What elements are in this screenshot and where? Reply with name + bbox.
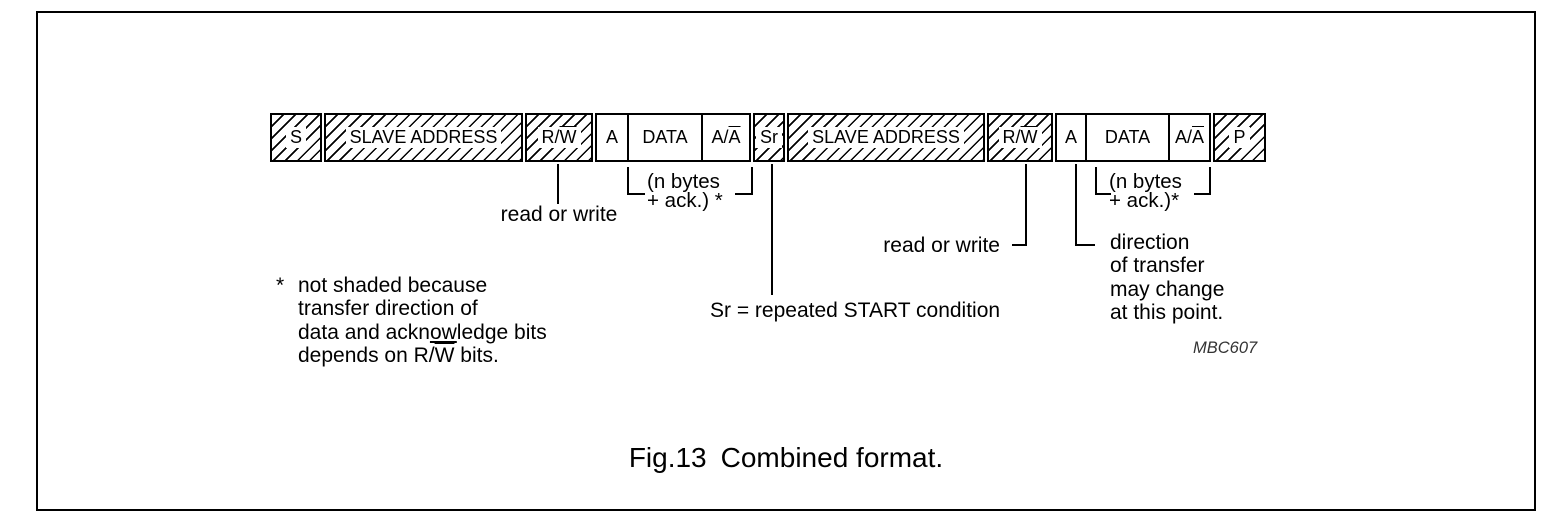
nbytes-note-2: (n bytes + ack.)*	[1109, 170, 1182, 212]
format-box-label: R/W	[537, 126, 581, 149]
format-box-label: R/W	[998, 126, 1042, 149]
footnote-line: transfer direction of	[298, 297, 478, 321]
format-box-repeated-start: Sr	[753, 113, 785, 162]
footnote-asterisk: *	[276, 274, 285, 297]
format-box-label: DATA	[1104, 126, 1151, 147]
bracket-note-line: + ack.) *	[647, 189, 723, 212]
format-box-rw-2: R/W	[987, 113, 1053, 162]
format-box-slave-address-2: SLAVE ADDRESS	[787, 113, 985, 162]
figure-border	[36, 11, 1536, 511]
direction-note: direction of transfer may change at this…	[1110, 231, 1224, 325]
read-or-write-label-1: read or write	[500, 203, 618, 226]
nbytes2-bracket-left	[1095, 167, 1111, 195]
format-box-label: SLAVE ADDRESS	[808, 126, 964, 149]
rw1-connector-line	[557, 164, 559, 204]
nbytes-note-1: (n bytes + ack.) *	[647, 170, 723, 212]
format-box-label: S	[285, 126, 306, 149]
direction-note-line: may change	[1110, 277, 1225, 301]
format-box-label: DATA	[642, 126, 688, 147]
format-box-ack-1: A	[595, 113, 629, 162]
nbytes2-bracket-right	[1194, 167, 1211, 195]
sr-note: Sr = repeated START condition	[710, 299, 1001, 322]
nbytes1-bracket-right	[735, 167, 753, 195]
ack2-connector-elbow	[1075, 164, 1095, 246]
format-box-start: S	[270, 113, 322, 162]
format-box-ack-nack-2: A/A	[1168, 113, 1211, 162]
footnote-line: data and acknowledge bits	[298, 320, 547, 344]
format-box-stop: P	[1213, 113, 1266, 162]
nbytes1-bracket-left	[627, 167, 645, 195]
footnote-line: depends on R/W bits.	[298, 344, 499, 368]
format-box-label: A/A	[1174, 126, 1205, 147]
read-or-write-label-2: read or write	[883, 234, 1000, 257]
footnote-line: not shaded because	[298, 274, 488, 297]
format-box-label: A	[605, 126, 618, 147]
format-box-slave-address-1: SLAVE ADDRESS	[324, 113, 523, 162]
format-box-rw-1: R/W	[525, 113, 593, 162]
figure-code: MBC607	[1193, 339, 1258, 357]
bracket-note-line: + ack.)*	[1109, 189, 1180, 212]
format-box-label: SLAVE ADDRESS	[345, 126, 502, 149]
bracket-note-line: (n bytes	[1109, 170, 1182, 193]
figure-caption: Fig.13 Combined format.	[36, 442, 1536, 474]
direction-note-line: direction	[1110, 231, 1190, 254]
bracket-note-line: (n bytes	[647, 170, 720, 193]
figure-caption-title: Combined format.	[720, 442, 944, 473]
format-box-label: A	[1064, 126, 1077, 147]
format-box-data-1: DATA	[627, 113, 703, 162]
rw2-connector-elbow	[1012, 164, 1027, 246]
format-box-data-2: DATA	[1085, 113, 1170, 162]
format-box-ack-nack-1: A/A	[701, 113, 751, 162]
direction-note-line: at this point.	[1110, 301, 1224, 325]
format-box-label: P	[1229, 126, 1250, 149]
figure-caption-number: Fig.13	[628, 442, 707, 473]
direction-note-line: of transfer	[1110, 254, 1205, 278]
format-box-label: Sr	[756, 126, 782, 149]
format-box-ack-2: A	[1055, 113, 1087, 162]
sr-connector-line	[771, 164, 773, 295]
format-box-label: A/A	[711, 126, 741, 147]
format-bar: S SLAVE ADDRESS R/W A DATA A/A Sr SLAVE ADDRESS…	[270, 113, 1266, 162]
